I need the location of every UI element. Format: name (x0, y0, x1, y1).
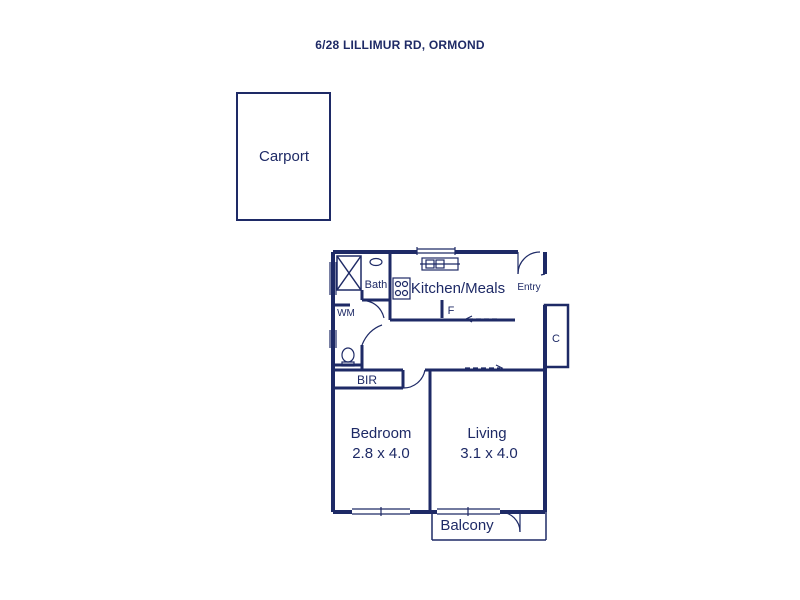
wm-label: WM (337, 308, 355, 319)
living-size: 3.1 x 4.0 (460, 445, 518, 462)
circulation-arrows (464, 315, 504, 372)
entry-label: Entry (517, 282, 540, 293)
toilet-icon (341, 347, 355, 367)
carport-outline (236, 92, 331, 221)
bedroom-label: Bedroom (351, 425, 412, 442)
bedroom-size: 2.8 x 4.0 (352, 445, 410, 462)
interior-walls (333, 252, 545, 512)
page-title: 6/28 LILLIMUR RD, ORMOND (315, 38, 485, 52)
basin-icon (369, 257, 383, 267)
kitchen-label: Kitchen/Meals (411, 280, 505, 297)
living-label: Living (467, 425, 506, 442)
door-swings (361, 251, 546, 533)
bath-label: Bath (365, 279, 388, 291)
sink-icon (420, 257, 460, 271)
bir-label: BIR (357, 373, 377, 387)
balcony-label: Balcony (440, 517, 494, 534)
balcony-outline (431, 512, 547, 541)
cupboard-label: C (552, 333, 560, 345)
carport-label: Carport (259, 148, 310, 165)
windows (329, 247, 500, 516)
shower-icon (336, 255, 362, 291)
cupboard-outline (543, 303, 570, 369)
cooktop-icon (392, 277, 411, 300)
fridge-label: F (448, 305, 455, 317)
